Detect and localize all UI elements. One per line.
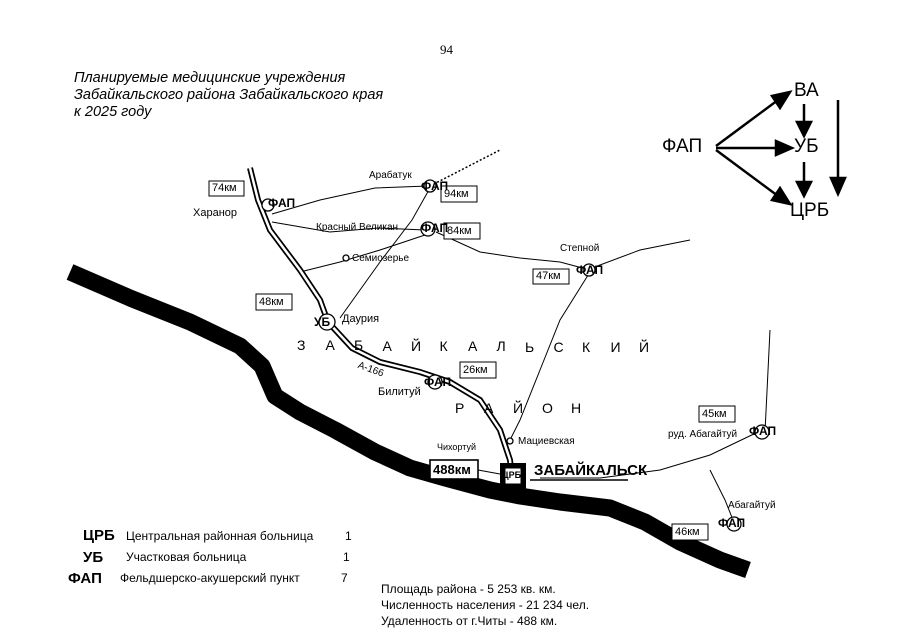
highway-a166-inner xyxy=(248,167,514,479)
road-semiozerye xyxy=(299,234,426,273)
distance-abagaituy: 46км xyxy=(675,526,700,538)
facility-fap-kharanor: ФАП xyxy=(268,196,296,210)
state-border xyxy=(66,264,751,579)
stats-area: Площадь района - 5 253 кв. км. xyxy=(381,582,556,596)
map-title-line-1: Планируемые медицинские учреждения xyxy=(74,70,346,86)
road-krasny xyxy=(271,221,426,233)
facility-fap-stepnoy: ФАП xyxy=(576,263,604,277)
semiozerye-marker xyxy=(342,254,350,262)
facility-fap-abagaituy: ФАП xyxy=(718,516,746,530)
region-word1-letter: А xyxy=(468,338,478,355)
highway-a166-outer xyxy=(247,167,515,479)
place-stepnoy: Степной xyxy=(560,243,600,254)
arabatuk-marker xyxy=(423,179,437,193)
region-word1-letter: Ь xyxy=(525,338,535,355)
legend-count-ub: 1 xyxy=(343,550,350,564)
distance-bilituy: 26км xyxy=(463,364,488,376)
distance-stepnoy: 47км xyxy=(536,270,561,282)
region-word1-letter: Л xyxy=(496,338,506,355)
krasny-velikan-marker xyxy=(420,221,436,237)
place-semiozerye: Семиозерье xyxy=(352,253,410,264)
hierarchy-ub-label: УБ xyxy=(794,136,819,157)
map-title-line-2: Забайкальского района Забайкальского кра… xyxy=(74,87,384,103)
region-word1-letter: К xyxy=(439,338,448,354)
place-matsievskaya: Мациевская xyxy=(518,436,575,447)
distance-dauriya: 48км xyxy=(259,296,284,308)
region-word1-letter: И xyxy=(610,339,621,356)
map-title-line-3: к 2025 году xyxy=(74,104,152,120)
place-chikhortuy: Чихортуй xyxy=(437,442,476,452)
region-word1-letter: Б xyxy=(354,337,364,354)
road-abagaituy-south xyxy=(709,469,736,526)
railway-dashed xyxy=(429,149,501,187)
hierarchy-crb-label: ЦРБ xyxy=(790,200,830,221)
facility-fap-rud-abagaituy: ФАП xyxy=(749,424,777,438)
facility-fap-krasny-velikan: ФАП xyxy=(421,221,449,235)
region-word1-letter: Й xyxy=(411,337,422,354)
facility-fap-bilituy: ФАП xyxy=(424,375,452,389)
bilituy-marker xyxy=(427,374,443,390)
region-word1-letter: А xyxy=(382,337,392,354)
region-word2-letter: Н xyxy=(571,400,582,416)
zabaikalsk-marker-inner xyxy=(504,467,522,485)
legend-text-fap: Фельдшерско-акушерский пункт xyxy=(120,571,300,585)
place-krasny-velikan: Красный Великан xyxy=(316,222,399,233)
arrow-fap-crb xyxy=(715,148,779,198)
place-dauriya: Даурия xyxy=(342,313,380,325)
place-bilituy: Билитуй xyxy=(378,386,421,398)
place-zabaikalsk: ЗАБАЙКАЛЬСК xyxy=(534,462,648,479)
hierarchy-fap-label: ФАП xyxy=(662,136,703,157)
stats-population: Численность населения - 21 234 чел. xyxy=(381,598,590,612)
region-word2-letter: О xyxy=(542,400,553,416)
legend-abbr-fap: ФАП xyxy=(68,570,102,587)
region-word2-letter: Р xyxy=(455,400,465,416)
region-word1-letter: С xyxy=(553,338,564,355)
road-arabatuk xyxy=(271,185,429,215)
rud-abagaituy-marker xyxy=(754,424,770,440)
distance-rud-abagaituy: 45км xyxy=(702,408,727,420)
place-abagaituy: Абагайтуй xyxy=(728,500,776,511)
page-number: 94 xyxy=(440,42,453,57)
abagaituy-marker xyxy=(726,516,742,532)
dauriya-marker xyxy=(318,313,336,331)
road-stepnoy-matsievskaya xyxy=(509,271,591,441)
region-word2-letter: А xyxy=(484,400,494,416)
region-word1-letter: А xyxy=(325,337,335,354)
distance-zabaikalsk: 488км xyxy=(433,462,471,477)
facility-fap-arabatuk: ФАП xyxy=(421,179,449,193)
road-stepnoy xyxy=(435,231,591,271)
road-stepnoy-east xyxy=(591,239,691,269)
region-word2-letter: Й xyxy=(513,400,524,416)
facility-crb-zabaikalsk: ЦРБ xyxy=(502,470,522,480)
region-word1-letter: К xyxy=(582,339,591,355)
road-abagaituy xyxy=(540,431,759,479)
legend-abbr-ub: УБ xyxy=(83,549,104,566)
stats-distance: Удаленность от г.Читы - 488 км. xyxy=(381,614,558,628)
road-dauriya-arabatuk xyxy=(339,187,431,319)
matsievskaya-marker xyxy=(506,437,514,445)
legend-abbr-crb: ЦРБ xyxy=(83,527,115,544)
place-rud-abagaituy: руд. Абагайтуй xyxy=(668,429,738,440)
region-word1-letter: З xyxy=(297,337,306,353)
stepnoy-marker xyxy=(582,263,596,277)
place-arabatuk: Арабатук xyxy=(369,170,412,181)
legend-count-crb: 1 xyxy=(345,529,352,543)
hierarchy-va-label: ВА xyxy=(794,80,819,101)
distance-arabatuk: 94км xyxy=(444,188,469,200)
region-word1-letter: Й xyxy=(639,339,650,356)
arrow-fap-va xyxy=(715,98,779,148)
facility-ub-dauriya: УБ xyxy=(314,315,331,329)
road-east xyxy=(764,329,771,433)
kharanor-marker xyxy=(261,198,275,212)
legend-count-fap: 7 xyxy=(341,571,348,585)
legend-text-ub: Участковая больница xyxy=(126,550,247,564)
place-kharanor: Харанор xyxy=(193,207,237,219)
distance-kharanor: 74км xyxy=(212,182,237,194)
legend-text-crb: Центральная районная больница xyxy=(126,529,314,543)
distance-krasny-velikan: 84км xyxy=(447,225,472,237)
